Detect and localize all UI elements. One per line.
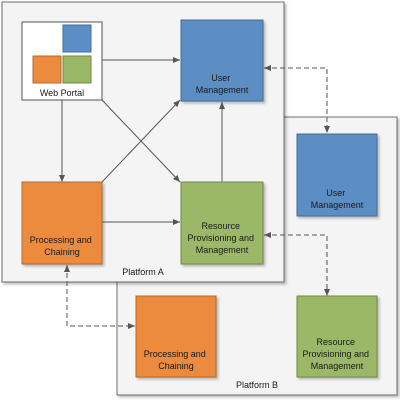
user-management-a-box [180, 19, 264, 102]
web-portal-node: Web Portal [21, 21, 103, 101]
resource-a-node: Resource Provisioning and Management [180, 181, 264, 265]
platform-b-label: Platform B [236, 380, 278, 390]
processing-b-line-2: Chaining [158, 361, 194, 371]
edge-user-a-to-user-b [264, 65, 330, 133]
resource-b-node: Resource Provisioning and Management [296, 295, 378, 378]
resource-b-box [296, 295, 378, 378]
web-portal-tile-orange [32, 55, 62, 84]
processing-a-label: Processing and Chaining [30, 235, 95, 257]
edge-resource-a-to-resource-b [264, 232, 330, 296]
user-management-b-line-1: User [326, 188, 345, 198]
processing-b-node: Processing and Chaining [135, 295, 217, 378]
processing-a-node: Processing and Chaining [21, 181, 103, 265]
processing-b-box [135, 295, 217, 378]
resource-a-box [180, 181, 264, 265]
user-management-a-label: User Management [196, 73, 249, 95]
user-management-b-node: User Management [296, 133, 378, 217]
resource-a-line-2: Provisioning and [187, 233, 254, 243]
resource-b-label: Resource Provisioning and Management [302, 337, 371, 371]
resource-b-line-3: Management [311, 361, 364, 371]
web-portal-tile-blue [62, 24, 92, 53]
user-management-b-box [296, 133, 378, 217]
user-management-a-line-2: Management [196, 85, 249, 95]
resource-a-line-3: Management [196, 245, 249, 255]
platform-a-edges [59, 57, 225, 225]
resource-a-label: Resource Provisioning and Management [187, 221, 256, 255]
edge-processing-to-user [101, 99, 181, 183]
user-management-b-label: User Management [311, 188, 364, 210]
platform-a-label: Platform A [122, 267, 164, 277]
user-management-a-node: User Management [180, 19, 264, 102]
processing-a-line-2: Chaining [44, 247, 80, 257]
resource-a-line-1: Resource [201, 221, 240, 231]
resource-b-line-2: Provisioning and [302, 349, 369, 359]
processing-a-line-1: Processing and [30, 235, 92, 245]
web-portal-label: Web Portal [40, 88, 84, 98]
web-portal-tile-green [62, 55, 92, 84]
processing-a-box [21, 181, 103, 265]
edge-processing-a-to-processing-b [64, 265, 135, 329]
user-management-b-line-2: Management [311, 200, 364, 210]
user-management-a-line-1: User [211, 73, 230, 83]
resource-b-line-1: Resource [316, 337, 355, 347]
processing-b-label: Processing and Chaining [144, 349, 209, 371]
processing-b-line-1: Processing and [144, 349, 206, 359]
cross-platform-edges [64, 65, 330, 329]
